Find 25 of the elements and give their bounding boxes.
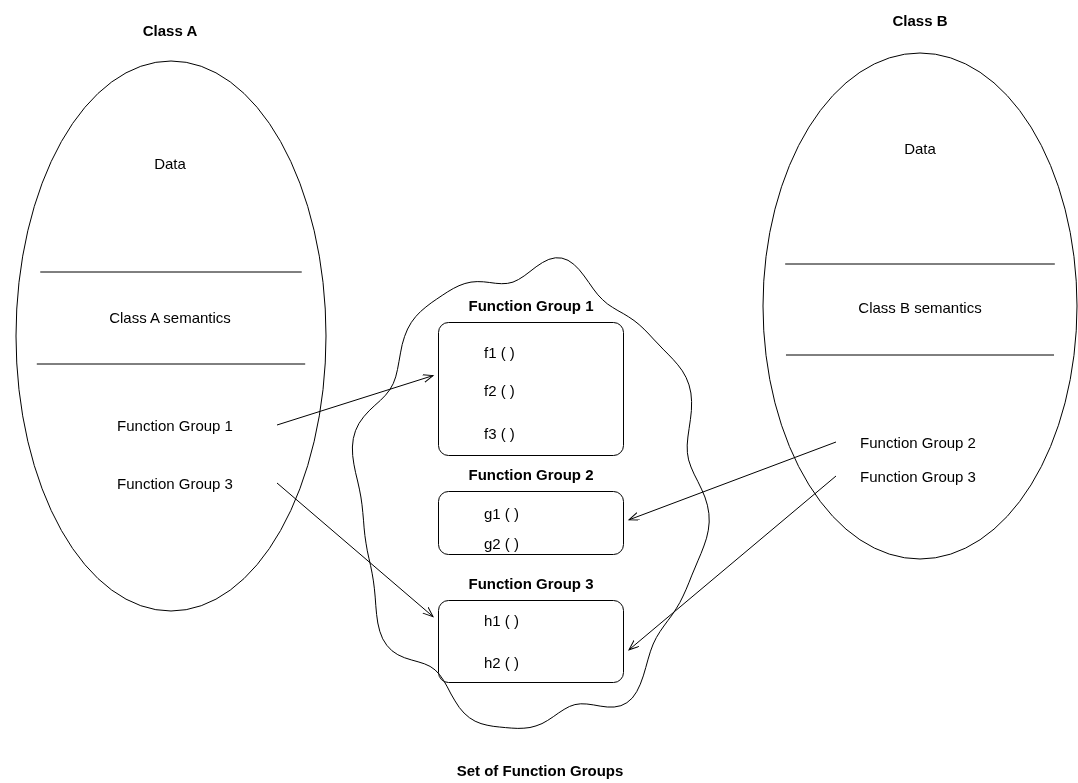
function-name: f3 ( ) bbox=[484, 424, 515, 442]
function-name: h1 ( ) bbox=[484, 611, 519, 629]
arrow bbox=[276, 482, 434, 618]
group-heading: Function Group 2 bbox=[468, 465, 594, 483]
function-group-label: Function Group 2 bbox=[860, 433, 976, 451]
function-group-label: Function Group 3 bbox=[117, 474, 233, 492]
arrow bbox=[628, 441, 837, 521]
function-name: h2 ( ) bbox=[484, 653, 519, 671]
class-title: Class B bbox=[892, 11, 948, 29]
section-label: Class B semantics bbox=[858, 298, 982, 316]
function-group-label: Function Group 3 bbox=[860, 467, 976, 485]
group-heading: Function Group 1 bbox=[468, 296, 594, 314]
function-name: g1 ( ) bbox=[484, 504, 519, 522]
function-name: g2 ( ) bbox=[484, 534, 519, 552]
function-name: f2 ( ) bbox=[484, 381, 515, 399]
group-title: Set of Function Groups bbox=[456, 761, 624, 779]
function-name: f1 ( ) bbox=[484, 343, 515, 361]
arrow bbox=[628, 475, 837, 651]
section-label: Class A semantics bbox=[109, 308, 231, 326]
class-title: Class A bbox=[142, 21, 198, 39]
section-label: Data bbox=[154, 154, 186, 172]
arrow bbox=[276, 374, 434, 426]
group-heading: Function Group 3 bbox=[468, 574, 594, 592]
function-group-label: Function Group 1 bbox=[117, 416, 233, 434]
section-label: Data bbox=[904, 139, 936, 157]
